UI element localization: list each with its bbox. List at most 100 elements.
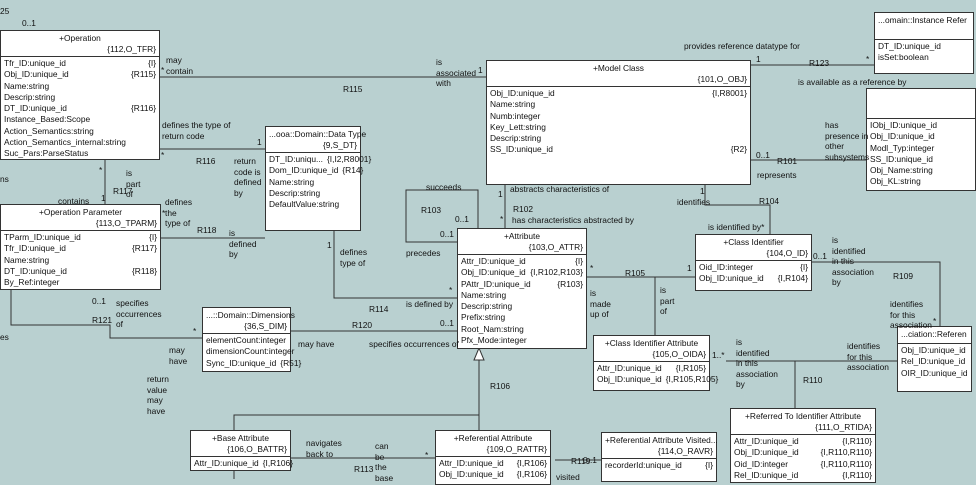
attribute-key: {R118} [132,265,157,276]
class-operation-parameter[interactable]: +Operation Parameter {113,O_TPARM} TParm… [0,204,161,290]
class-keyletter: {9,S_DT} [323,140,357,150]
attribute-row: Descrip:string [461,301,583,312]
attribute-row: Sync_ID:unique_id{R51} [206,358,301,369]
attribute-name: Name:string [490,99,536,110]
class-referential-attribute-visited[interactable]: +Referential Attribute Visited... {114,O… [601,432,718,482]
attribute-row: IObj_ID:unique_id [870,120,972,131]
attribute-key: {R117} [132,243,157,254]
attribute-name: Suc_Pars:ParseStatus [4,148,89,159]
class-name: +Referential Attribute [453,433,533,443]
class-keyletter: {114,O_RAVR} [657,446,713,456]
label-succeeds: succeeds [426,182,462,192]
attribute-row: SS_ID:unique_id [870,154,972,165]
attribute-name: DT_ID:uniqu... [269,154,323,164]
attribute-row: Action_Semantics_internal:string [4,137,156,148]
class-keyletter: {111,O_RTIDA} [815,422,872,432]
attribute-row: Obj_KL:string [870,176,972,187]
class-class-identifier-attribute[interactable]: +Class Identifier Attribute {105,O_OIDA}… [593,335,718,391]
attribute-name: Dom_ID:unique_id [269,165,339,176]
attribute-name: Obj_ID:unique_id [4,69,69,80]
attribute-name: Name:string [461,289,507,300]
attribute-row: TParm_ID:unique_id{I} [4,232,157,243]
attribute-name: Oid_ID:integer [734,458,788,469]
label-r110-mult-many: 1..* [712,350,725,360]
attribute-key: {I,R110,R110} [820,458,872,469]
attribute-list: DT_ID:uniqu... {I,I2,R8001}Dom_ID:unique_… [266,153,371,211]
attribute-name: DT_ID:unique_id [4,265,67,276]
attribute-list: Attr_ID:unique_id{I}Obj_ID:unique_id{I,R… [458,255,586,347]
class-class-identifier[interactable]: +Class Identifier {104,O_ID} Oid_ID:inte… [695,234,812,291]
attribute-key: {I,R102,R103} [530,267,583,278]
attribute-key: {I,R104} [777,273,808,284]
attribute-name: DT_ID:unique_id [4,103,67,114]
class-name: ...omain::Instance Refer [878,15,967,25]
class-name: +Operation Parameter [38,207,123,217]
attribute-name: Descrip:string [4,91,56,102]
attribute-row: Modl_Typ:integer [870,143,972,154]
label-visited: visited [556,472,580,482]
label-r118: R118 [197,225,217,235]
label-r120-mult: 0..1 [440,318,454,328]
attribute-row: Pfx_Mode:integer [461,335,583,346]
attribute-key: {I,I2,R8001} [327,154,372,164]
label-r113: R113 [354,464,374,474]
attribute-name: Root_Nam:string [461,323,524,334]
link-r114 [333,210,457,299]
attribute-row: Obj_ID:unique_id [901,345,968,356]
class-attribute[interactable]: +Attribute {103,O_ATTR} Attr_ID:unique_i… [457,228,587,349]
attribute-name: Rel_ID:unique_id [901,356,966,367]
attribute-key: {I,R105,R105} [665,374,719,385]
attribute-name: isSet:boolean [878,52,929,63]
class-referential-attribute[interactable]: +Referential Attribute {109,O_RATTR} Att… [435,430,551,485]
label-r115: R115 [343,84,363,94]
label-r105: R105 [625,268,646,278]
label-r117-mult-many: * [99,165,103,175]
class-header: +Operation Parameter {113,O_TPARM} [1,205,160,231]
attribute-row: Obj_ID:unique_id{I,R8001} [490,88,747,99]
class-keyletter: {113,O_TPARM} [95,218,157,228]
label-r105-mult-many: * [590,263,594,273]
class-operation[interactable]: +Operation {112,O_TFR} Tfr_ID:unique_id{… [0,30,160,160]
label-represents: represents [757,170,797,180]
class-keyletter: {106,O_BATTR} [227,444,287,454]
label-r116: R116 [196,156,216,166]
attribute-key: {I,R110} [842,436,872,446]
class-data-type[interactable]: ...ooa::Domain::Data Type {9,S_DT} DT_ID… [265,126,371,231]
label-r101: R101 [777,156,798,166]
attribute-name: Attr_ID:unique_id [194,458,259,468]
attribute-row: Attr_ID:unique_id{I,R106} [439,458,547,469]
label-top-multiplicity: 0..1 [22,18,36,28]
class-instance-reference[interactable]: ...omain::Instance Refer DT_ID:unique_id… [874,12,974,74]
class-dimensions[interactable]: ...::Domain::Dimensions {36,S_DIM} eleme… [202,307,301,372]
attribute-name: Obj_ID:unique_id [699,273,764,284]
attribute-name: Descrip:string [461,301,513,312]
class-base-attribute[interactable]: +Base Attribute {106,O_BATTR} Attr_ID:un… [190,430,293,471]
class-referred-to-identifier-attribute[interactable]: +Referred To Identifier Attribute {111,O… [730,408,876,483]
class-model-class[interactable]: +Model Class {101,O_OBJ} Obj_ID:unique_i… [486,60,751,185]
attribute-key: {I} [148,58,156,68]
class-header: ...ooa::Domain::Data Type {9,S_DT} [266,127,366,153]
attribute-row: Attr_ID:unique_id{I} [461,256,583,267]
attribute-row: Rel_ID:unique_id{I,R110} [734,470,872,481]
attribute-row: DT_ID:unique_id [878,41,970,52]
attribute-key: {R14} [342,165,364,176]
attribute-row: DefaultValue:string [269,199,357,210]
attribute-row: dimensionCount:integer [206,346,294,357]
label-r114-mult-one: 1 [327,240,332,250]
class-header: ...omain::Instance Refer [875,13,973,40]
attribute-name: Obj_Name:string [870,165,933,176]
label-top-25: 25 [0,6,10,16]
attribute-key: {I,R110} [842,469,872,480]
attribute-name: DefaultValue:string [269,199,340,210]
attribute-row: Tfr_ID:unique_id{R117} [4,243,157,254]
attribute-row: Oid_ID:integer{I} [699,262,808,273]
label-r121: R121 [92,315,113,325]
